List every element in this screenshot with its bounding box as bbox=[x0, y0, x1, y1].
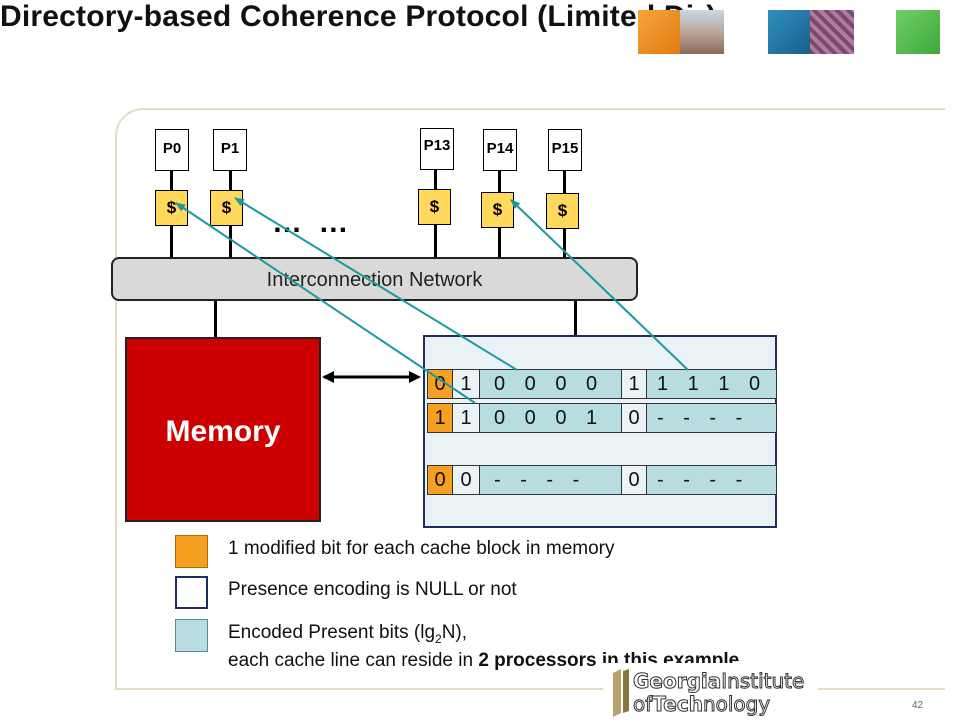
header-thumbnail-green bbox=[896, 10, 940, 54]
legend-text-modified: 1 modified bit for each cache block in m… bbox=[228, 538, 615, 559]
processor-ellipsis: … … bbox=[272, 206, 353, 239]
interconnection-network: Interconnection Network bbox=[111, 257, 638, 301]
presence-bit-1: 0 bbox=[452, 465, 480, 495]
logo-word: Georgia bbox=[632, 669, 722, 694]
processor-label: P0 bbox=[162, 140, 182, 157]
encoded-line2-prefix: each cache line can reside in bbox=[228, 650, 479, 671]
directory-row: 0 1 0 0 0 0 1 1 1 1 0 bbox=[427, 369, 777, 399]
encoded-bits-1: 0 0 0 0 bbox=[479, 369, 622, 399]
legend-swatch-encoded bbox=[175, 619, 208, 652]
logo-line2: ofTechnology bbox=[632, 692, 771, 717]
arrowhead-right bbox=[409, 371, 421, 383]
cache-p14: $ bbox=[481, 192, 514, 228]
pointer-arrow-to-p1 bbox=[234, 197, 518, 371]
wire-p15-net bbox=[563, 229, 566, 257]
logo-word: nology bbox=[702, 692, 771, 717]
header-thumbnail-blue bbox=[768, 10, 810, 54]
wire-p0 bbox=[170, 171, 173, 190]
logo-line1: GeorgiaInstitute bbox=[632, 669, 805, 694]
processor-label: P1 bbox=[220, 140, 240, 157]
directory-row: 0 0 - - - - 0 - - - - bbox=[427, 465, 777, 495]
cache-p13: $ bbox=[418, 189, 451, 225]
wire-p14-net bbox=[498, 228, 501, 257]
cache-p15: $ bbox=[546, 193, 579, 229]
wire-p13-net bbox=[434, 225, 437, 257]
arrowhead-left bbox=[322, 371, 334, 383]
legend-swatch-presence bbox=[175, 576, 208, 609]
processor-p0: P0 bbox=[155, 129, 189, 171]
wire-p14 bbox=[498, 171, 501, 192]
presence-bit-1: 1 bbox=[452, 403, 480, 433]
pointer-arrow-to-p14 bbox=[510, 199, 689, 371]
encoded-subscript: 2 bbox=[435, 631, 442, 646]
header-thumbnail-chip bbox=[810, 10, 854, 54]
encoded-prefix: Encoded Present bits (lg bbox=[228, 622, 436, 643]
logo-graphic bbox=[603, 663, 818, 720]
header-thumbnail-photo bbox=[680, 10, 724, 54]
legend-text-presence: Presence encoding is NULL or not bbox=[228, 579, 517, 600]
cache-p1: $ bbox=[210, 190, 243, 226]
wire-p13 bbox=[434, 170, 437, 189]
processor-label: P14 bbox=[486, 140, 514, 157]
presence-bit-2: 0 bbox=[621, 465, 647, 495]
processor-label: P15 bbox=[551, 140, 579, 157]
directory-row: 1 1 0 0 0 1 0 - - - - bbox=[427, 403, 777, 433]
modified-bit: 1 bbox=[427, 403, 453, 433]
encoded-bits-1: 0 0 0 1 bbox=[479, 403, 622, 433]
legend-text-encoded-line1: Encoded Present bits (lg2N), bbox=[228, 622, 467, 646]
wire-p1-net bbox=[229, 226, 232, 257]
memory-label: Memory bbox=[165, 415, 281, 448]
wire-p0-net bbox=[170, 226, 173, 257]
encoded-bits-1: - - - - bbox=[479, 465, 622, 495]
wire-p1 bbox=[229, 171, 232, 190]
memory-block: Memory bbox=[125, 337, 321, 522]
content-frame bbox=[115, 108, 945, 690]
presence-bit-1: 1 bbox=[452, 369, 480, 399]
logo-word: Tech bbox=[652, 692, 704, 717]
encoded-bits-2: - - - - bbox=[646, 465, 777, 495]
processor-p1: P1 bbox=[213, 129, 247, 171]
processor-p15: P15 bbox=[548, 129, 582, 171]
processor-p13: P13 bbox=[420, 128, 454, 170]
page-number: 42 bbox=[912, 700, 924, 711]
georgia-tech-logo: GeorgiaInstitute ofTechnology bbox=[603, 663, 818, 720]
logo-word: Institute bbox=[721, 669, 805, 694]
encoded-suffix: N), bbox=[441, 622, 468, 643]
header-thumbnail-orange bbox=[638, 10, 680, 54]
wire-net-directory bbox=[574, 301, 577, 335]
legend-swatch-modified bbox=[175, 535, 208, 568]
wire-net-memory bbox=[214, 301, 217, 337]
slide-title: Directory-based Coherence Protocol (Limi… bbox=[0, 0, 717, 33]
encoded-bits-2: 1 1 1 0 bbox=[646, 369, 777, 399]
processor-p14: P14 bbox=[483, 129, 517, 171]
logo-word: of bbox=[632, 692, 653, 717]
encoded-bits-2: - - - - bbox=[646, 403, 777, 433]
wire-p15 bbox=[563, 171, 566, 193]
pointer-arrow-to-p0 bbox=[175, 202, 476, 404]
processor-label: P13 bbox=[423, 137, 451, 154]
